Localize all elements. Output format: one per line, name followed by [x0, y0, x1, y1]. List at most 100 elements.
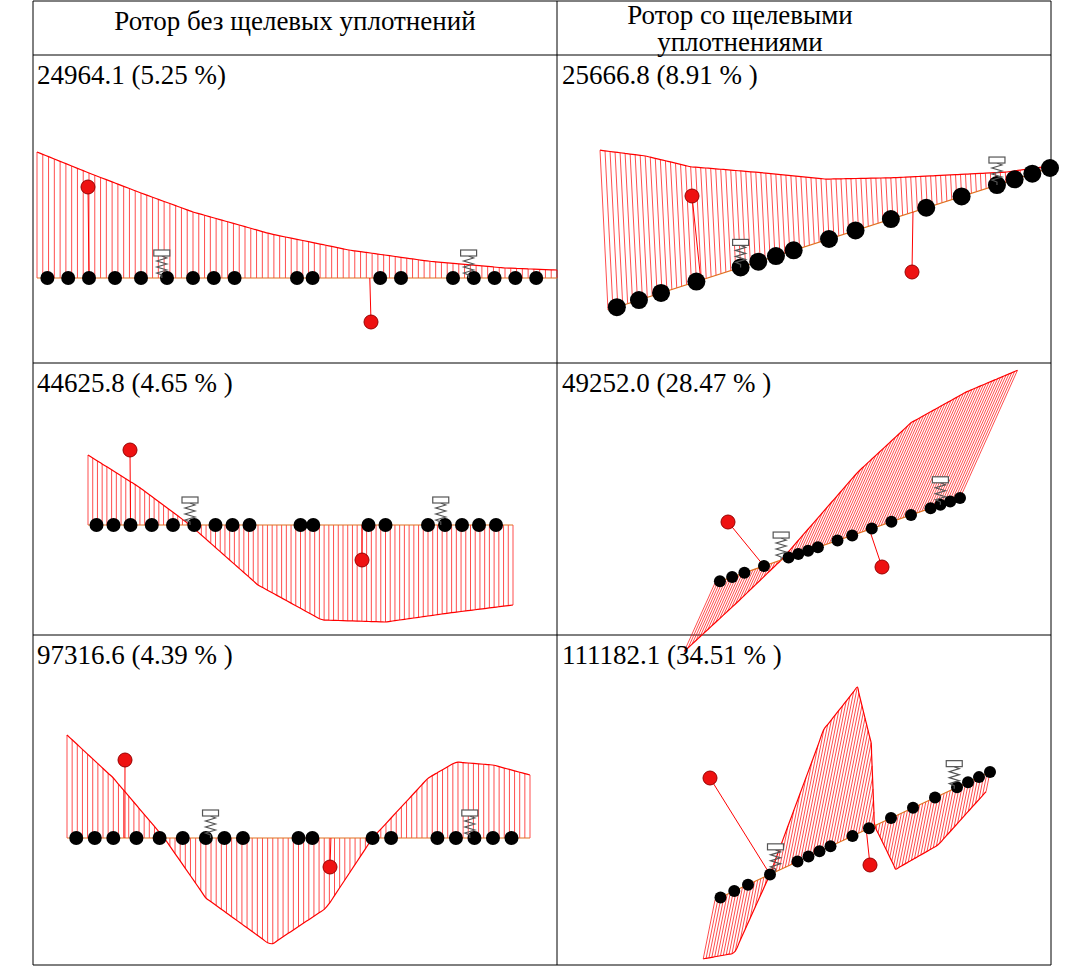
spring-support: [462, 810, 478, 838]
displacement-hatch: [836, 179, 839, 236]
rotor-node: [820, 230, 838, 248]
rotor-node: [728, 885, 740, 897]
displacement-hatch: [204, 215, 205, 278]
displacement-hatch: [111, 470, 112, 525]
displacement-hatch: [121, 476, 122, 525]
displacement-hatch: [67, 735, 68, 838]
rotor-node: [847, 221, 865, 239]
displacement-hatch: [914, 391, 970, 514]
mode-curve: [703, 687, 986, 959]
displacement-hatch: [686, 166, 692, 284]
displacement-hatch: [247, 838, 248, 928]
displacement-hatch: [545, 270, 546, 278]
displacement-hatch: [175, 838, 176, 854]
displacement-hatch: [376, 525, 377, 622]
spring-coil: [949, 767, 959, 789]
rotor-axis: [715, 498, 960, 583]
displacement-hatch: [279, 236, 280, 278]
displacement-hatch: [303, 838, 304, 923]
displacement-hatch: [876, 414, 927, 527]
displacement-hatch: [366, 525, 367, 621]
rotor-node: [69, 831, 83, 845]
displacement-hatch: [239, 525, 240, 568]
displacement-hatch: [300, 525, 301, 608]
displacement-hatch: [660, 160, 667, 292]
displacement-hatch: [906, 395, 961, 517]
table-rule: [33, 965, 1051, 966]
rotor-node: [108, 271, 122, 285]
displacement-hatch: [681, 164, 687, 284]
displacement-hatch: [816, 178, 819, 242]
displacement-hatch: [221, 220, 222, 278]
mode-shape: [703, 687, 996, 959]
mass-link: [692, 196, 701, 280]
spring-cap: [989, 157, 1005, 163]
spring-support: [932, 477, 948, 505]
disk-mass: [123, 443, 137, 457]
displacement-hatch: [499, 767, 500, 838]
displacement-hatch: [291, 525, 292, 603]
displacement-hatch: [479, 525, 480, 609]
displacement-hatch: [859, 426, 907, 533]
displacement-hatch: [551, 270, 552, 278]
displacement-hatch: [135, 191, 136, 278]
spring-support: [182, 497, 198, 525]
displacement-hatch: [77, 168, 78, 278]
rotor-node: [984, 766, 996, 778]
displacement-hatch: [418, 260, 419, 278]
displacement-hatch: [149, 820, 150, 838]
rotor-node: [373, 271, 387, 285]
displacement-hatch: [691, 167, 697, 282]
displacement-hatch: [262, 232, 263, 278]
rotor-node: [489, 518, 503, 532]
spring-cap: [461, 250, 477, 256]
displacement-hatch: [873, 416, 924, 528]
displacement-hatch: [811, 178, 814, 244]
displacement-hatch: [960, 370, 1017, 498]
displacement-hatch: [128, 796, 129, 838]
displacement-hatch: [975, 174, 977, 192]
displacement-hatch: [283, 838, 284, 937]
displacement-hatch: [927, 796, 938, 851]
displacement-hatch: [871, 178, 873, 225]
spring-support: [773, 532, 789, 560]
rotor-node: [228, 271, 242, 285]
displacement-hatch: [116, 473, 117, 525]
displacement-hatch: [801, 177, 805, 247]
rotor-node: [962, 776, 974, 788]
displacement-hatch: [394, 525, 395, 621]
displacement-hatch: [268, 233, 269, 278]
rotor-node: [953, 187, 971, 205]
displacement-hatch: [288, 838, 289, 933]
rotor-node: [455, 518, 469, 532]
rotor-node: [82, 271, 96, 285]
displacement-hatch: [412, 259, 413, 278]
displacement-hatch: [940, 790, 951, 843]
displacement-hatch: [970, 174, 972, 193]
displacement-hatch: [319, 838, 320, 913]
rotor-node: [236, 831, 250, 845]
displacement-hatch: [200, 838, 201, 891]
rotor-node: [207, 271, 221, 285]
mode-curve: [600, 150, 1050, 179]
displacement-hatch: [360, 252, 361, 278]
displacement-hatch: [692, 581, 720, 644]
displacement-hatch: [371, 525, 372, 622]
displacement-hatch: [308, 838, 309, 920]
displacement-hatch: [361, 525, 362, 621]
column-header: Ротор со щелевыми уплотнениями: [560, 2, 920, 56]
displacement-hatch: [985, 173, 987, 188]
displacement-hatch: [60, 161, 61, 278]
displacement-hatch: [349, 838, 350, 872]
displacement-hatch: [456, 525, 457, 612]
displacement-hatch: [354, 251, 355, 278]
displacement-hatch: [461, 525, 462, 612]
displacement-hatch: [97, 764, 98, 838]
displacement-hatch: [349, 250, 350, 278]
rotor-axis: [608, 168, 1050, 310]
rotor-node: [362, 518, 376, 532]
spring-support: [768, 844, 784, 872]
displacement-hatch: [181, 208, 182, 278]
displacement-hatch: [389, 256, 390, 278]
displacement-hatch: [87, 754, 88, 838]
